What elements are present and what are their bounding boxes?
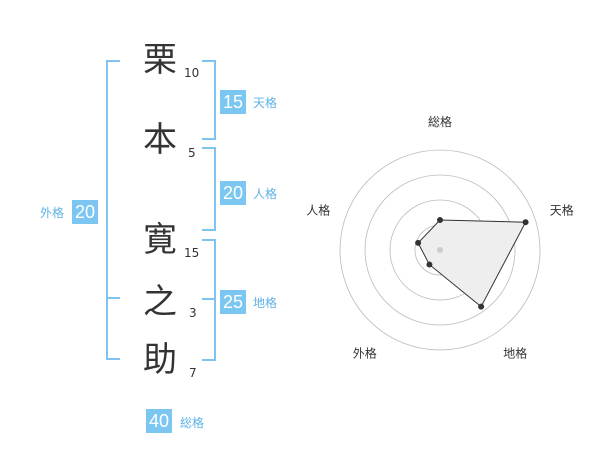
gaikaku-bracket xyxy=(106,60,120,360)
radar-axis-label-4: 外格 xyxy=(353,346,377,361)
gaikaku-bracket-mid-tick xyxy=(106,297,120,299)
name-char-5: 助 xyxy=(143,340,177,380)
name-char-3: 寛 xyxy=(143,220,177,260)
radar-point-2 xyxy=(522,219,529,226)
gaikaku-value-badge: 20 xyxy=(72,200,99,224)
radar-polygon xyxy=(417,219,527,308)
name-char-4: 之 xyxy=(143,282,177,322)
radar-point-3 xyxy=(478,303,485,310)
chikaku-bracket-mid-tick xyxy=(202,298,216,300)
chikaku-label: 地格 xyxy=(253,296,278,310)
radar-axis-label-5: 人格 xyxy=(306,202,330,217)
chikaku-bracket xyxy=(202,239,216,361)
soukaku-label: 総格 xyxy=(180,416,205,430)
stroke-count-3: 15 xyxy=(184,246,200,260)
soukaku-value-badge: 40 xyxy=(146,409,173,433)
tenkaku-bracket xyxy=(202,60,216,140)
radar-axis-label-2: 天格 xyxy=(550,202,574,217)
stroke-count-5: 7 xyxy=(189,366,197,380)
radar-point-5 xyxy=(415,239,422,246)
name-char-2: 本 xyxy=(143,120,177,160)
radar-ring-3 xyxy=(364,174,516,326)
radar-point-4 xyxy=(426,261,433,268)
radar-ring-4 xyxy=(339,149,541,351)
tenkaku-label: 天格 xyxy=(253,96,278,110)
radar-center-dot xyxy=(437,247,443,253)
radar-axis-label-3: 地格 xyxy=(503,346,527,361)
jinkaku-bracket xyxy=(202,147,216,231)
tenkaku-value-badge: 15 xyxy=(220,90,247,114)
radar-point-1 xyxy=(437,217,443,223)
radar-axis-label-1: 総格 xyxy=(428,114,452,129)
radar-points xyxy=(415,217,529,310)
jinkaku-label: 人格 xyxy=(253,187,278,201)
name-char-1: 栗 xyxy=(143,40,177,80)
stroke-count-4: 3 xyxy=(189,306,197,320)
stroke-count-1: 10 xyxy=(184,66,200,80)
chikaku-value-badge: 25 xyxy=(220,290,247,314)
gaikaku-label: 外格 xyxy=(40,206,65,220)
stroke-count-2: 5 xyxy=(188,146,196,160)
jinkaku-value-badge: 20 xyxy=(220,181,247,205)
